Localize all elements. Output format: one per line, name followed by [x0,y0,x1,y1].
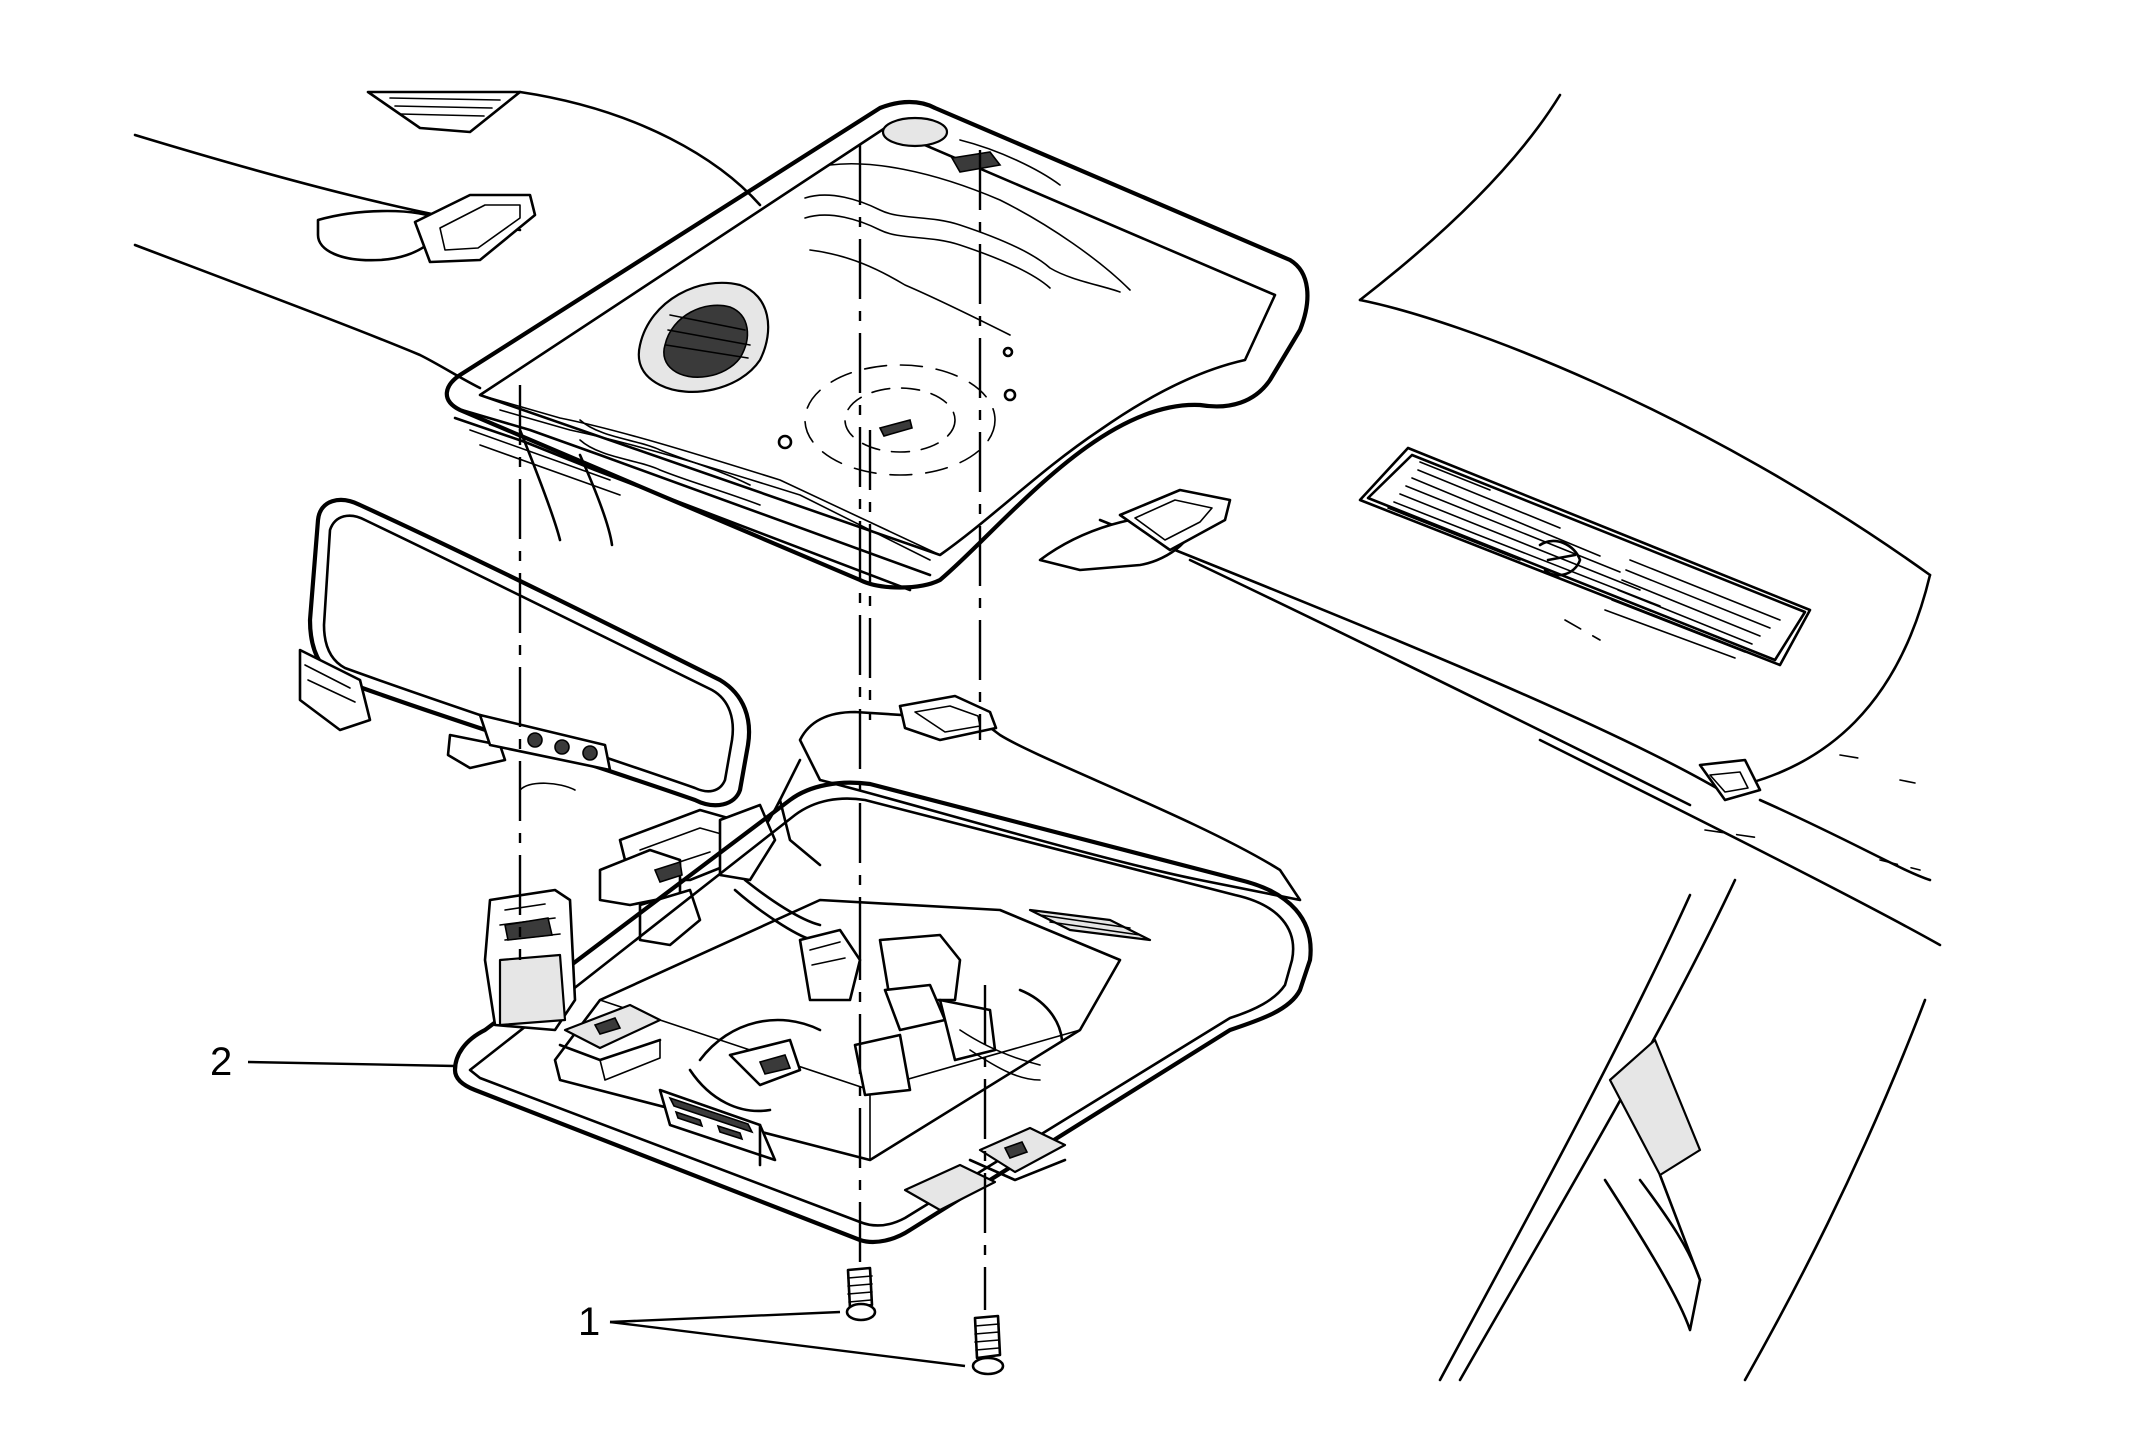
centerlines [518,145,987,1310]
callout-2-label: 2 [210,1040,232,1084]
rearview-mirror [298,497,752,808]
overhead-console [452,694,1313,1245]
callouts: 1 2 [210,1040,966,1368]
screw-upper [845,1266,877,1322]
warning-label [1358,446,1812,667]
callout-1-label: 1 [578,1300,600,1344]
headliner [133,90,1942,1382]
callout-2-leader [247,1060,456,1068]
roof-console-opening [444,99,1310,592]
screws [845,1266,1005,1376]
screw-lower [971,1314,1005,1376]
callout-1-leader-upper [609,1310,841,1324]
callout-1-leader-lower [609,1320,966,1368]
